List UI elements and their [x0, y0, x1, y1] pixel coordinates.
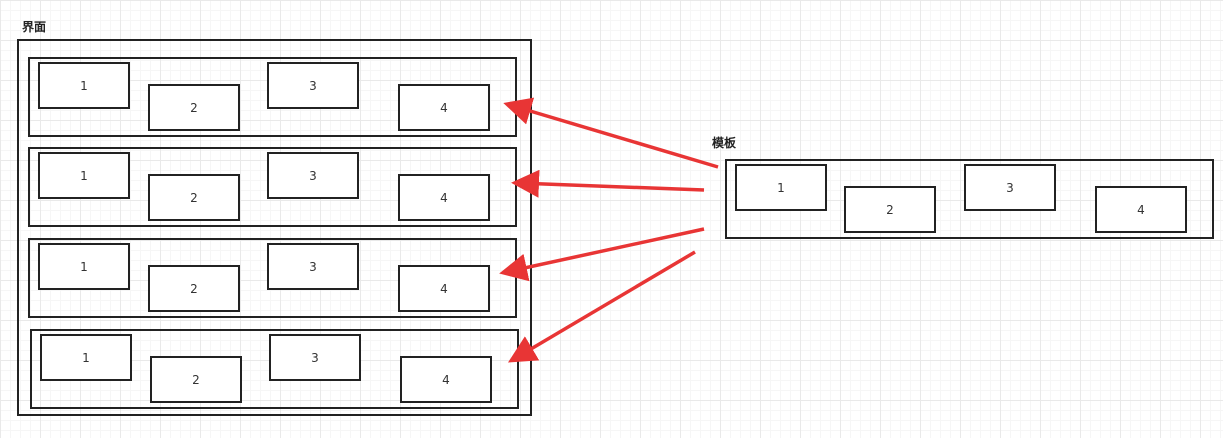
row-4-cell-1: 1: [40, 334, 132, 381]
row-2-cell-1: 1: [38, 152, 130, 199]
row-1-cell-1: 1: [38, 62, 130, 109]
row-2-cell-3: 3: [267, 152, 359, 199]
row-4-cell-3: 3: [269, 334, 361, 381]
row-3-cell-1: 1: [38, 243, 130, 290]
interface-row-4: [30, 329, 519, 409]
row-3-cell-2: 2: [148, 265, 240, 312]
row-1-cell-4: 4: [398, 84, 490, 131]
arrow-to-row-4: [507, 250, 696, 363]
template-cell-2: 2: [844, 186, 936, 233]
interface-row-1: [28, 57, 517, 137]
arrow-to-row-3: [499, 227, 705, 282]
arrow-to-row-2: [511, 169, 705, 198]
template-cell-4: 4: [1095, 186, 1187, 233]
row-3-cell-4: 4: [398, 265, 490, 312]
row-4-cell-4: 4: [400, 356, 492, 403]
interface-title: 界面: [22, 20, 47, 34]
row-4-cell-2: 2: [150, 356, 242, 403]
template-title: 模板: [712, 136, 737, 150]
interface-frame: [17, 39, 532, 416]
arrow-to-row-1: [503, 97, 719, 169]
template-cell-3: 3: [964, 164, 1056, 211]
row-3-cell-3: 3: [267, 243, 359, 290]
row-1-cell-3: 3: [267, 62, 359, 109]
template-row: [725, 159, 1214, 239]
row-1-cell-2: 2: [148, 84, 240, 131]
row-2-cell-2: 2: [148, 174, 240, 221]
row-2-cell-4: 4: [398, 174, 490, 221]
template-cell-1: 1: [735, 164, 827, 211]
